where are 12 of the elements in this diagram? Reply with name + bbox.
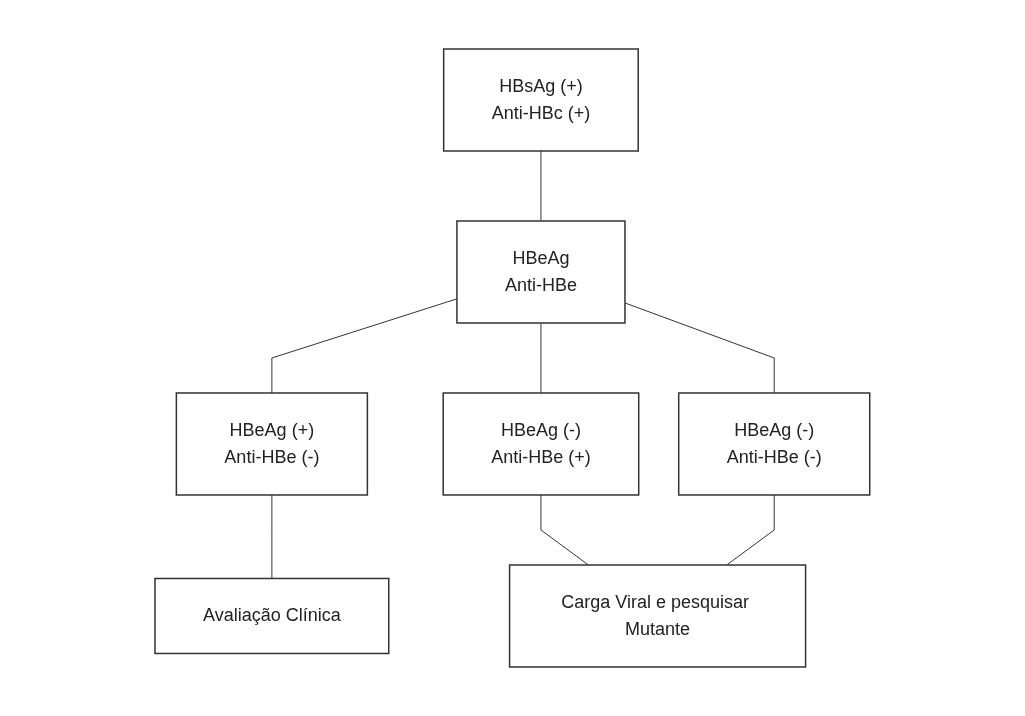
connector (540, 150, 542, 222)
node-box: Carga Viral e pesquisar Mutante (508, 564, 807, 668)
node-box: HBeAg (-) Anti-HBe (+) (442, 392, 640, 496)
connector (540, 322, 542, 394)
connector (271, 494, 273, 579)
node-box: HBeAg (+) Anti-HBe (-) (175, 392, 369, 496)
node-box: HBeAg (-) Anti-HBe (-) (678, 392, 871, 496)
node-box: HBeAg Anti-HBe (456, 220, 626, 324)
connector (726, 494, 775, 566)
node-box: HBsAg (+) Anti-HBc (+) (443, 48, 640, 152)
node-box: Avaliação Clínica (154, 577, 390, 655)
connector (271, 298, 458, 394)
